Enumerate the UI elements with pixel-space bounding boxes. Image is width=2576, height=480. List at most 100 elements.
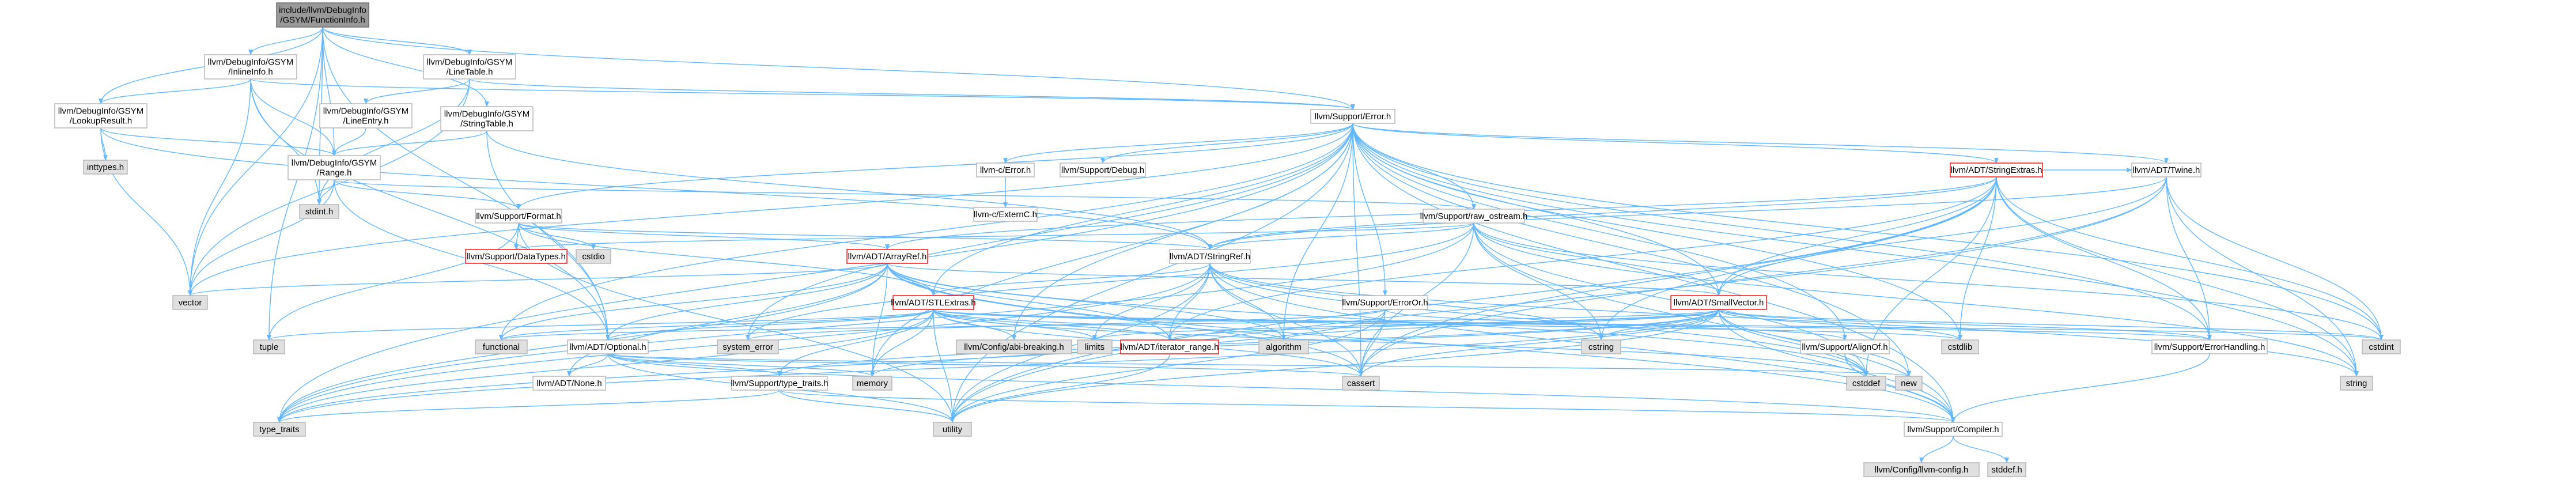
node-inttypes: inttypes.h (83, 160, 128, 175)
edge-type_traits_h-to-compiler (779, 390, 1955, 423)
edge-lookupresult-to-range (100, 127, 336, 156)
edge-arrayref-to-cassert (887, 263, 1363, 377)
node-none[interactable]: llvm/ADT/None.h (532, 376, 606, 391)
node-cstdio: cstdio (576, 249, 611, 264)
edge-twine-to-errorhandling (2166, 176, 2212, 341)
edge-error-to-cstdlib (1352, 123, 1962, 341)
edge-linetable-to-error (469, 78, 1355, 110)
node-stlextras[interactable]: llvm/ADT/STLExtras.h (891, 295, 976, 310)
edge-arrayref-to-smallvector (887, 263, 1721, 296)
edge-inlineinfo-to-stdint (250, 78, 321, 205)
node-debug[interactable]: llvm/Support/Debug.h (1060, 162, 1146, 177)
node-label-lineentry-line-2: /LineEntry.h (343, 116, 389, 126)
node-c-error[interactable]: llvm-c/Error.h (976, 162, 1035, 177)
node-optional[interactable]: llvm/ADT/Optional.h (567, 339, 649, 354)
node-iterator-range[interactable]: llvm/ADT/iterator_range.h (1120, 339, 1219, 354)
node-label-stringtable-line-1: llvm/DebugInfo/GSYM (444, 109, 529, 119)
node-label-errorhandling: llvm/Support/ErrorHandling.h (2154, 342, 2265, 352)
edge-raw_ostream-to-stringref (1208, 222, 1474, 250)
node-label-debug: llvm/Support/Debug.h (1061, 165, 1144, 175)
edge-stringextras-to-smallvector (1716, 176, 1997, 296)
node-twine[interactable]: llvm/ADT/Twine.h (2131, 162, 2201, 177)
edge-inlineinfo-to-lookupresult (99, 78, 251, 104)
edge-smallvector-to-type_traits_h (777, 309, 1719, 377)
node-smallvector[interactable]: llvm/ADT/SmallVector.h (1670, 295, 1767, 310)
node-label-abi-breaking: llvm/Config/abi-breaking.h (964, 342, 1064, 352)
node-label-llvm-config: llvm/Config/llvm-config.h (1875, 465, 1969, 475)
node-label-cstdint: cstdint (2369, 342, 2394, 352)
node-linetable[interactable]: llvm/DebugInfo/GSYM/LineTable.h (423, 54, 516, 80)
edge-error-to-algorithm (1281, 123, 1353, 341)
node-label-range-line-1: llvm/DebugInfo/GSYM (292, 158, 377, 168)
edge-lineentry-to-range (332, 127, 366, 156)
node-type-traits-h[interactable]: llvm/Support/type_traits.h (731, 376, 829, 391)
node-label-cstdlib: cstdlib (1948, 342, 1973, 352)
node-datatypes[interactable]: llvm/Support/DataTypes.h (465, 249, 568, 264)
edge-arrayref-to-compiler (887, 263, 1955, 423)
node-abi-breaking: llvm/Config/abi-breaking.h (956, 339, 1072, 354)
node-error[interactable]: llvm/Support/Error.h (1310, 109, 1395, 124)
node-root[interactable]: include/llvm/DebugInfo/GSYM/FunctionInfo… (276, 2, 369, 28)
node-range[interactable]: llvm/DebugInfo/GSYM/Range.h (288, 155, 381, 180)
edge-optional-to-none (567, 353, 608, 377)
node-memory: memory (852, 376, 892, 391)
edge-range-to-vector (188, 179, 335, 296)
node-stddef: stddef.h (1987, 462, 2026, 477)
edge-error-to-string (1352, 123, 2359, 377)
node-compiler[interactable]: llvm/Support/Compiler.h (1904, 422, 2003, 437)
edge-range-to-formatv (334, 179, 521, 210)
node-tuple: tuple (253, 339, 285, 354)
node-label-formatv: llvm/Support/Format.h (476, 211, 561, 221)
edge-error-to-formatv (516, 123, 1353, 210)
node-label-lookupresult-line-1: llvm/DebugInfo/GSYM (58, 107, 143, 116)
node-label-system-error: system_error (723, 342, 773, 352)
edge-stlextras-to-utility (933, 309, 955, 423)
node-label-stlextras: llvm/ADT/STLExtras.h (891, 298, 976, 308)
edge-arrayref-to-memory (870, 263, 888, 377)
node-label-raw-ostream: llvm/Support/raw_ostream.h (1420, 211, 1528, 221)
node-errororr[interactable]: llvm/Support/ErrorOr.h (1342, 295, 1428, 310)
edge-arrayref-to-optional (606, 263, 888, 341)
node-label-stdint: stdint.h (305, 207, 333, 217)
edge-error-to-type_traits (277, 123, 1353, 423)
node-label-algorithm: algorithm (1266, 342, 1302, 352)
node-raw-ostream[interactable]: llvm/Support/raw_ostream.h (1420, 209, 1528, 224)
edge-errororr-to-type_traits (277, 309, 1386, 423)
node-vector: vector (172, 295, 208, 310)
edge-smallvector-to-cstdlib (1718, 309, 1962, 341)
node-label-cstddef: cstddef (1852, 379, 1881, 388)
edge-twine-to-cassert (1359, 176, 2167, 377)
node-label-inlineinfo-line-2: /InlineInfo.h (228, 67, 273, 77)
node-errorhandling[interactable]: llvm/Support/ErrorHandling.h (2151, 339, 2268, 354)
edge-iterator_range-to-utility (950, 353, 1170, 423)
node-label-cstdio: cstdio (582, 252, 604, 262)
node-lookupresult[interactable]: llvm/DebugInfo/GSYM/LookupResult.h (54, 103, 147, 128)
node-alignof[interactable]: llvm/Support/AlignOf.h (1800, 339, 1890, 354)
node-label-string: string (2346, 379, 2367, 388)
edge-lookupresult-to-vector (100, 127, 192, 296)
node-stringref[interactable]: llvm/ADT/StringRef.h (1169, 249, 1251, 264)
node-cstddef: cstddef (1846, 376, 1886, 391)
node-externc[interactable]: llvm-c/ExternC.h (973, 207, 1038, 222)
edge-inlineinfo-to-error (250, 78, 1355, 110)
node-inlineinfo[interactable]: llvm/DebugInfo/GSYM/InlineInfo.h (204, 54, 297, 80)
node-label-type-traits-h: llvm/Support/type_traits.h (731, 379, 828, 388)
node-string: string (2340, 376, 2373, 391)
edge-stringextras-to-iterator_range (1167, 176, 1997, 341)
node-arrayref[interactable]: llvm/ADT/ArrayRef.h (846, 249, 928, 264)
edge-formatv-to-cstdio (518, 222, 596, 250)
node-formatv[interactable]: llvm/Support/Format.h (475, 209, 562, 224)
node-label-type-traits: type_traits (259, 425, 299, 434)
edge-root-to-optional (322, 27, 610, 341)
node-lineentry[interactable]: llvm/DebugInfo/GSYM/LineEntry.h (319, 103, 413, 128)
edge-error-to-alignof (1352, 123, 1847, 341)
edge-error-to-stringextras (1352, 123, 1999, 164)
edge-optional-to-memory (607, 353, 875, 377)
edge-arrayref-to-none (567, 263, 888, 377)
node-stringextras[interactable]: llvm/ADT/StringExtras.h (1950, 162, 2043, 177)
node-label-lineentry-line-1: llvm/DebugInfo/GSYM (323, 107, 408, 116)
node-label-utility: utility (943, 425, 963, 434)
node-label-tuple: tuple (260, 342, 279, 352)
node-stringtable[interactable]: llvm/DebugInfo/GSYM/StringTable.h (440, 106, 534, 131)
edge-stringextras-to-stringref (1208, 176, 1997, 250)
